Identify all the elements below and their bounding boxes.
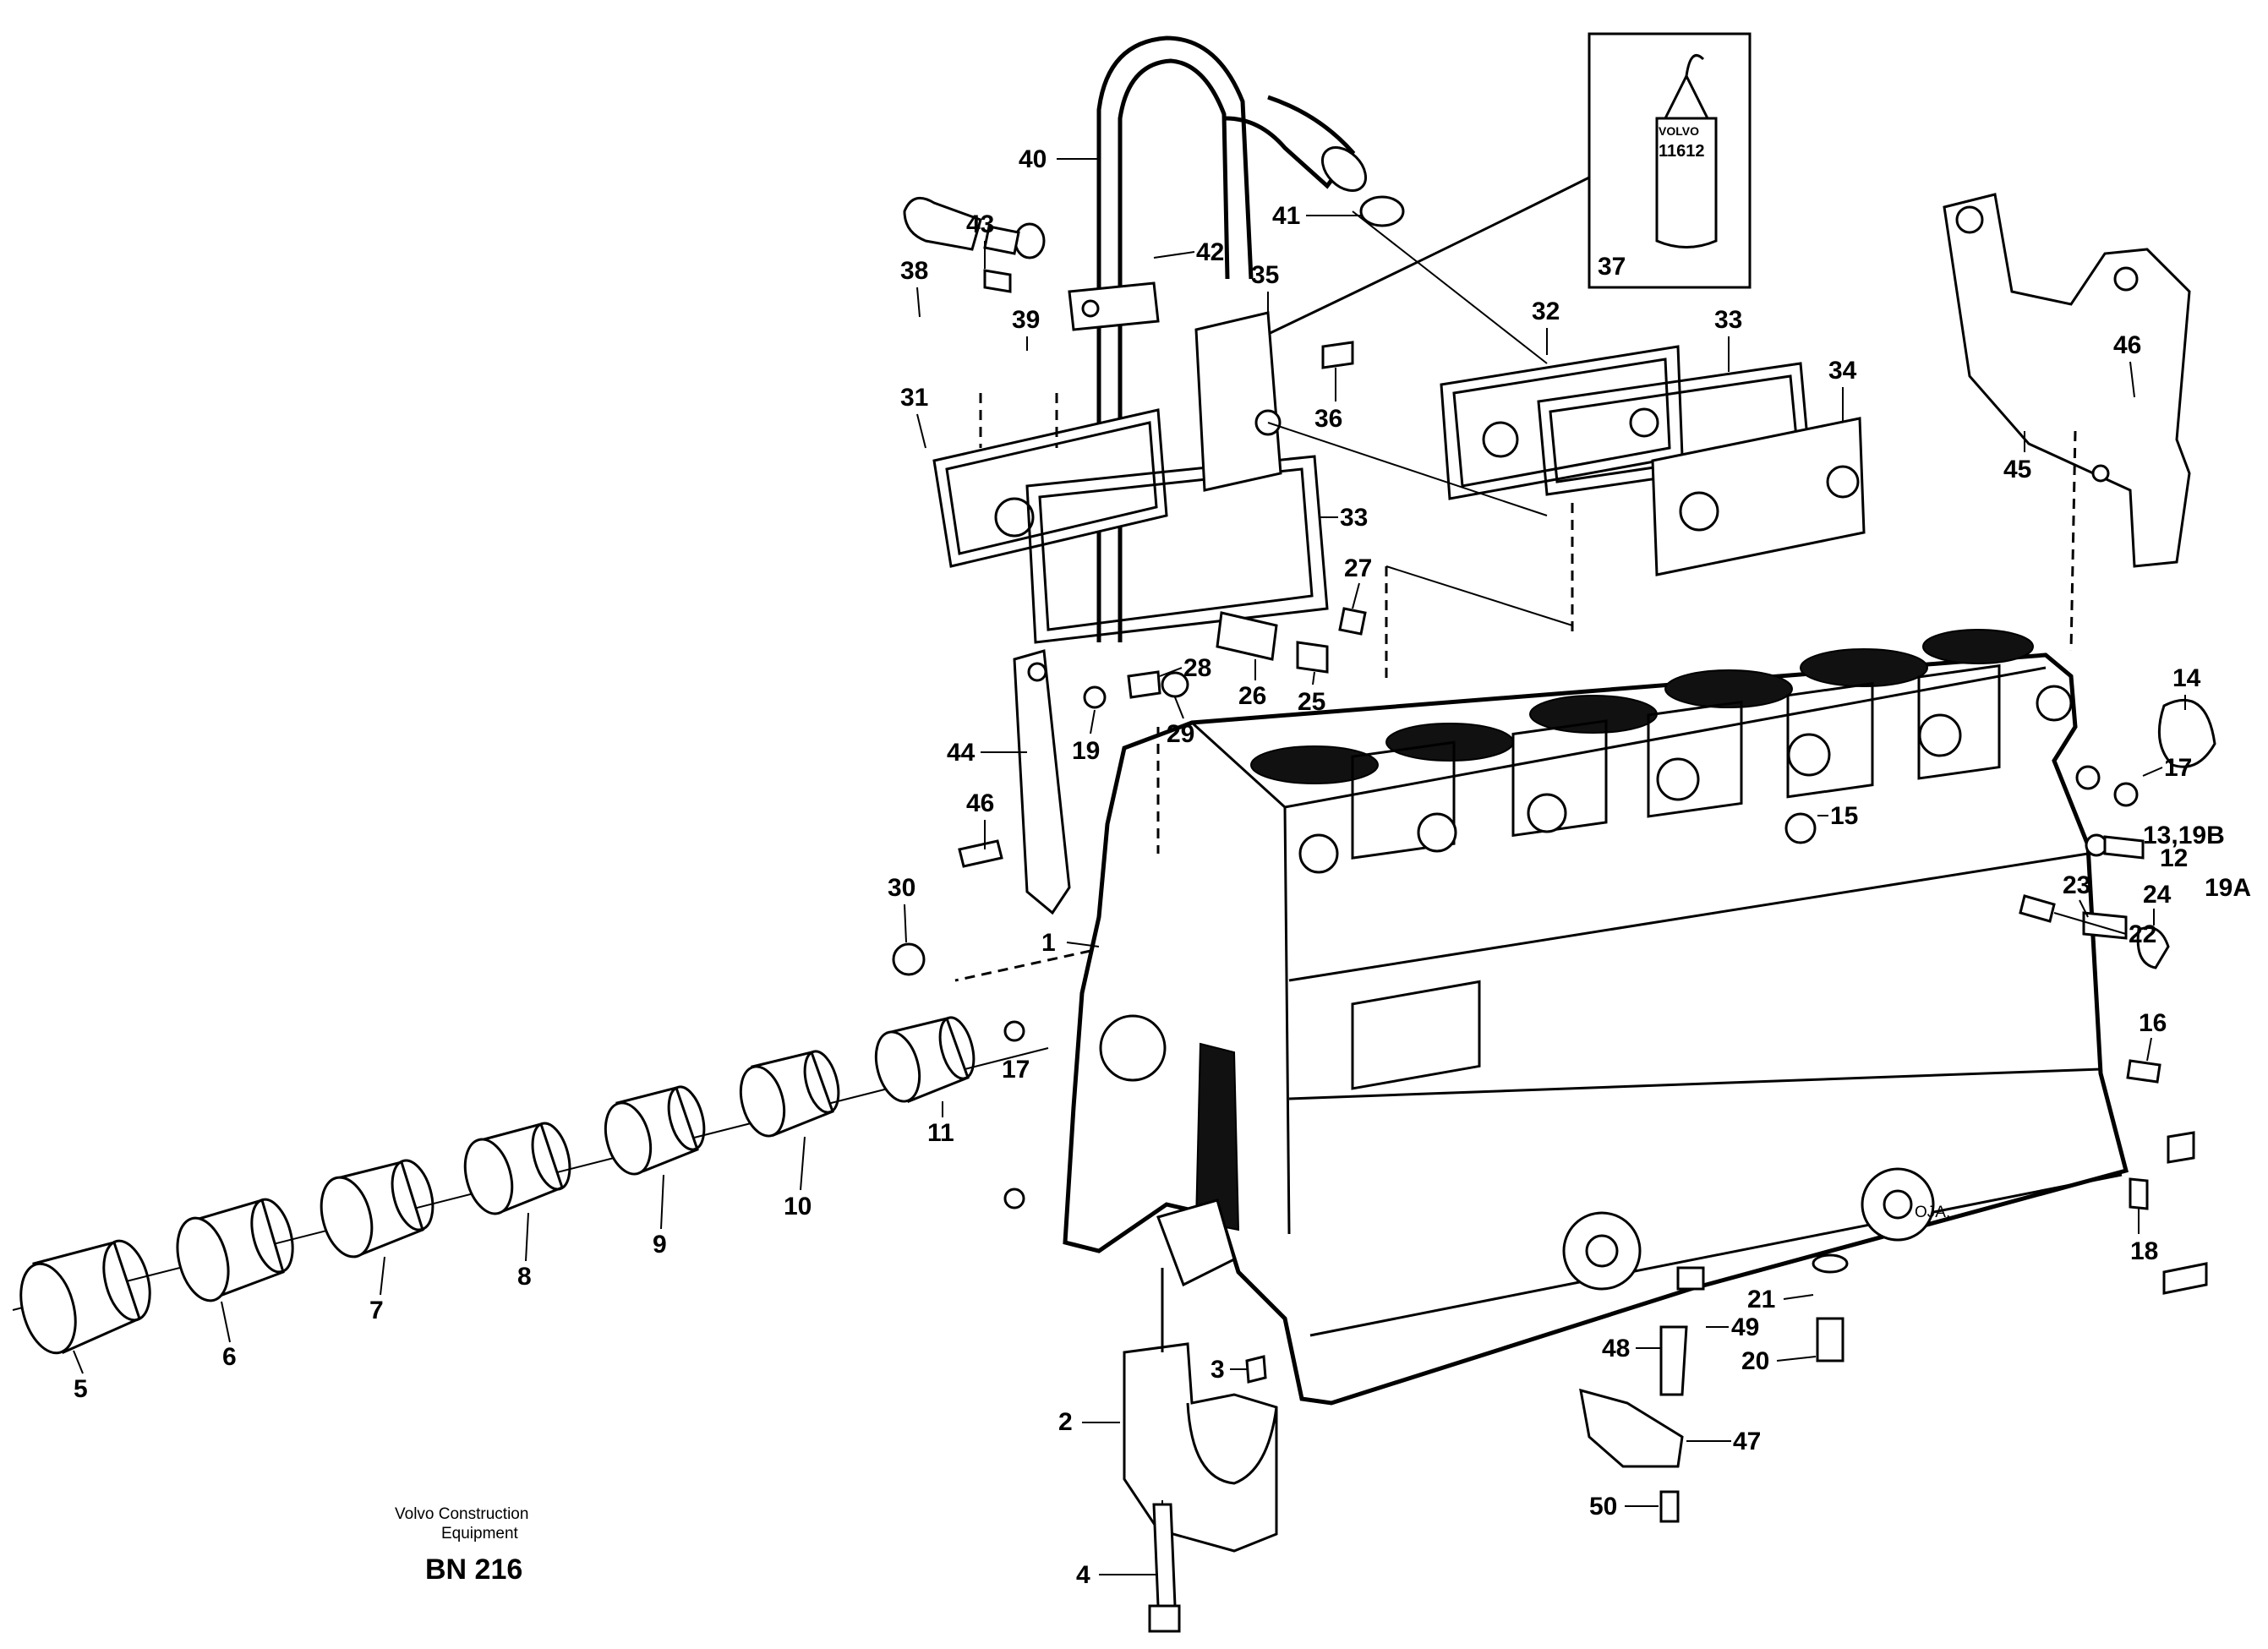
valve-cover-32 xyxy=(1440,345,1684,500)
caption: Volvo Construction Equipment BN 216 xyxy=(395,1505,528,1586)
label-19a: 19A xyxy=(2205,874,2251,902)
label-25: 25 xyxy=(1298,688,1325,716)
label-27: 27 xyxy=(1344,554,1372,582)
label-46a: 46 xyxy=(2113,331,2141,359)
dowel-3 xyxy=(1245,1355,1267,1384)
label-41: 41 xyxy=(1272,202,1300,230)
cover-35 xyxy=(1194,311,1282,492)
label-2: 2 xyxy=(1058,1408,1073,1436)
sealant-brand: VOLVO xyxy=(1659,124,1699,138)
label-34: 34 xyxy=(1828,357,1857,385)
label-21: 21 xyxy=(1747,1286,1775,1313)
label-45: 45 xyxy=(2003,456,2031,483)
label-29: 29 xyxy=(1167,720,1194,748)
sealing-ring-41 xyxy=(1359,195,1405,227)
leader-lines xyxy=(954,210,2077,982)
label-4: 4 xyxy=(1076,1561,1090,1589)
label-23: 23 xyxy=(2063,871,2090,899)
label-28: 28 xyxy=(1183,654,1211,682)
label-48: 48 xyxy=(1602,1335,1630,1362)
label-9: 9 xyxy=(653,1231,667,1259)
sealant-inset: VOLVO 11612 xyxy=(1259,32,1752,340)
label-30: 30 xyxy=(888,874,915,902)
label-7: 7 xyxy=(369,1297,384,1324)
label-20: 20 xyxy=(1741,1347,1769,1375)
bracket-44 xyxy=(1013,649,1071,915)
label-46b: 46 xyxy=(966,789,994,817)
label-35: 35 xyxy=(1251,261,1279,289)
label-18: 18 xyxy=(2130,1237,2158,1265)
label-12: 12 xyxy=(2160,844,2188,872)
label-13-19b: 13,19B xyxy=(2143,822,2225,849)
label-43: 43 xyxy=(966,210,994,238)
label-26: 26 xyxy=(1238,682,1266,710)
label-42: 42 xyxy=(1196,238,1224,266)
label-6: 6 xyxy=(222,1343,237,1371)
fasteners xyxy=(892,196,2216,1523)
label-50: 50 xyxy=(1589,1493,1617,1521)
label-8: 8 xyxy=(517,1263,532,1291)
cover-plate-34 xyxy=(1651,417,1866,576)
bushing-8 xyxy=(463,1122,571,1215)
label-44: 44 xyxy=(947,739,976,767)
bushing-7 xyxy=(320,1159,434,1259)
label-22: 22 xyxy=(2129,920,2156,948)
pin-36 xyxy=(1321,341,1354,369)
label-17a: 17 xyxy=(2164,754,2192,782)
label-15: 15 xyxy=(1830,802,1858,830)
label-5: 5 xyxy=(74,1375,88,1403)
engine-block: OJA. xyxy=(1063,629,2129,1406)
bearing-cap-bolt xyxy=(1148,1500,1181,1633)
label-17b: 17 xyxy=(1002,1056,1030,1084)
valve-cover-31 xyxy=(932,408,1168,568)
oil-pipe xyxy=(1096,35,1367,642)
label-16: 16 xyxy=(2139,1009,2167,1037)
label-40: 40 xyxy=(1019,145,1047,173)
caption-line-2: Equipment xyxy=(441,1525,519,1543)
label-33a: 33 xyxy=(1340,504,1368,532)
label-24: 24 xyxy=(2143,881,2172,909)
bushing-5 xyxy=(19,1239,151,1355)
bushing-10 xyxy=(739,1050,840,1138)
label-31: 31 xyxy=(900,384,928,412)
label-49: 49 xyxy=(1731,1313,1759,1341)
block-side-windows xyxy=(1351,663,2001,860)
label-47: 47 xyxy=(1733,1428,1761,1455)
label-37: 37 xyxy=(1598,253,1626,281)
label-11: 11 xyxy=(927,1119,954,1147)
camshaft-bushings xyxy=(19,1016,976,1355)
bracket-45 xyxy=(1943,193,2191,568)
label-1: 1 xyxy=(1041,929,1056,957)
sealant-part-no: 11612 xyxy=(1659,142,1705,161)
label-32: 32 xyxy=(1532,298,1560,325)
label-38: 38 xyxy=(900,257,928,285)
cylinder-bores xyxy=(1250,629,2034,784)
label-39: 39 xyxy=(1012,306,1040,334)
bushing-11 xyxy=(874,1016,976,1103)
sealant-inset-frame xyxy=(1588,32,1752,289)
label-3: 3 xyxy=(1211,1356,1225,1384)
bushing-6 xyxy=(176,1198,294,1302)
label-33b: 33 xyxy=(1714,306,1742,334)
caption-line-1: Volvo Construction xyxy=(395,1505,528,1523)
label-19: 19 xyxy=(1072,737,1100,765)
svg-text:OJA.: OJA. xyxy=(1915,1204,1950,1221)
label-36: 36 xyxy=(1314,405,1342,433)
pipe-clamp-42 xyxy=(1068,281,1160,331)
bushing-9 xyxy=(604,1085,706,1176)
main-bearing-cap xyxy=(1123,1268,1278,1553)
label-10: 10 xyxy=(784,1193,812,1220)
caption-code: BN 216 xyxy=(425,1553,522,1586)
part-labels: 1 2 3 4 5 6 7 8 9 10 11 12 13,19B 14 15 … xyxy=(73,145,2251,1589)
label-14: 14 xyxy=(2172,664,2201,692)
